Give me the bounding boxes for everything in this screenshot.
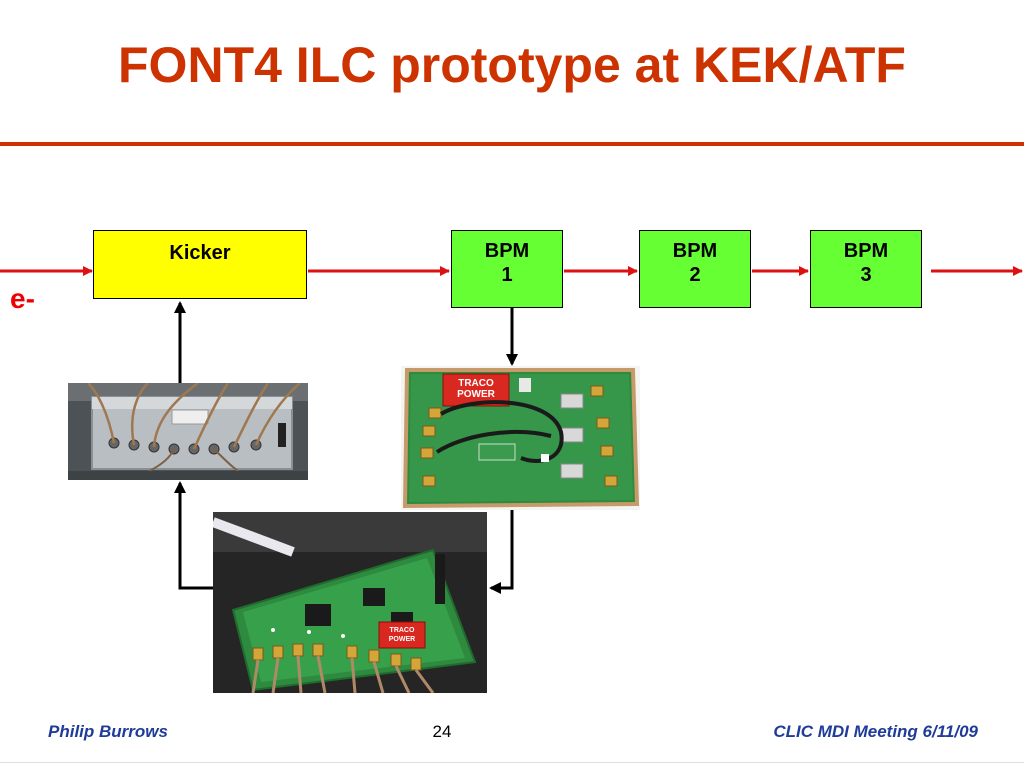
amplifier-module-illustration xyxy=(68,383,308,480)
digital-feedback-board-photo: TRACO POWER xyxy=(213,512,487,693)
kicker-box: Kicker xyxy=(93,230,307,299)
footer-meeting: CLIC MDI Meeting 6/11/09 xyxy=(773,722,978,741)
signal-line-processor-to-digital xyxy=(496,510,514,590)
title-divider xyxy=(0,142,1024,146)
digital-power-module-label-1: TRACO xyxy=(390,627,415,634)
footer-author: Philip Burrows xyxy=(48,722,168,741)
digital-power-module-label-2: POWER xyxy=(389,636,415,643)
analog-processor-board-illustration: TRACO POWER xyxy=(401,366,640,510)
page-number: 24 xyxy=(432,722,452,741)
bpm-3-box: BPM 3 xyxy=(810,230,922,308)
bpm-2-label-line2: 2 xyxy=(689,264,701,286)
processor-power-module-label-2: POWER xyxy=(457,389,496,400)
bpm-2-box: BPM 2 xyxy=(639,230,751,308)
bpm-1-label-line1: BPM xyxy=(484,240,530,262)
bpm-2-label-line1: BPM xyxy=(672,240,718,262)
bpm-3-label-line2: 3 xyxy=(860,264,872,286)
footer-divider xyxy=(0,762,1024,763)
slide-title: FONT4 ILC prototype at KEK/ATF xyxy=(118,37,906,93)
bpm-3-label-line1: BPM xyxy=(843,240,889,262)
digital-feedback-board-illustration: TRACO POWER xyxy=(213,512,487,693)
bpm-1-label-line2: 1 xyxy=(501,264,513,286)
amplifier-module-photo xyxy=(68,383,308,480)
signal-line-digital-to-amp xyxy=(178,492,213,590)
processor-power-module-label-1: TRACO xyxy=(458,378,494,389)
bpm-1-box: BPM 1 xyxy=(451,230,563,308)
analog-processor-board-photo: TRACO POWER xyxy=(401,366,640,510)
beam-label: e- xyxy=(10,283,35,314)
kicker-label: Kicker xyxy=(169,242,231,264)
